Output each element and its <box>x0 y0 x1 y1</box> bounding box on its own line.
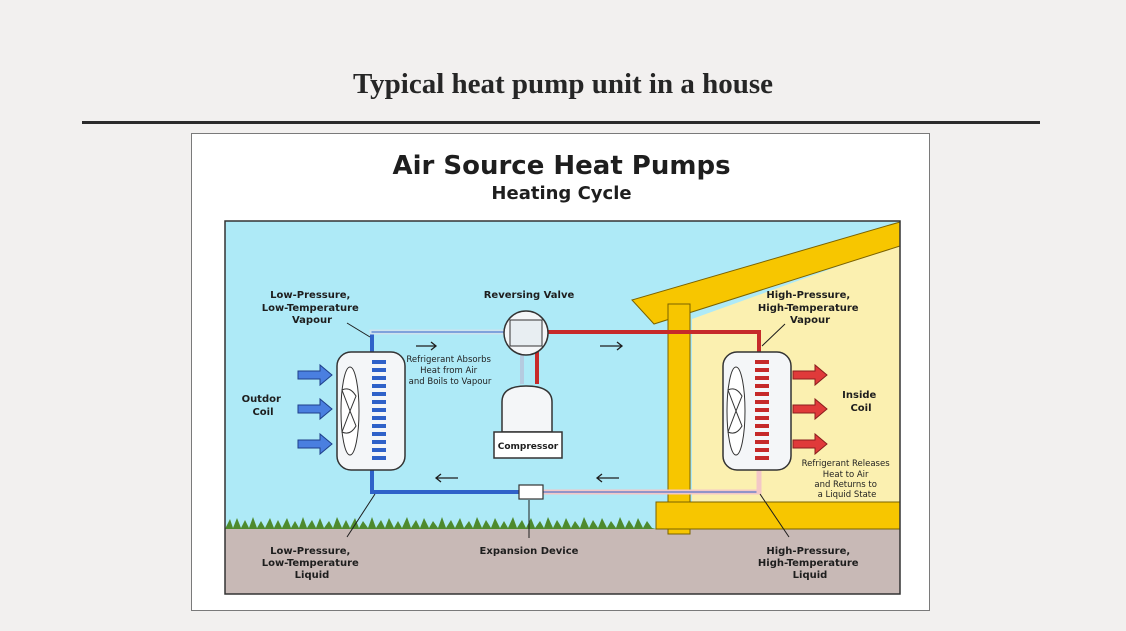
ground-area <box>225 529 900 594</box>
inside-coil-label-1: Inside <box>842 390 876 401</box>
outdoor-coil-fins <box>372 360 386 460</box>
release-note-3: and Returns to <box>814 480 877 490</box>
low-liquid-label-1: Low-Pressure, <box>270 546 350 557</box>
svg-text:Refrigerant Releases Hea: Refrigerant Releases Heat to Air and Ret… <box>802 459 893 500</box>
high-vapour-label-2: High-Temperature <box>758 303 859 314</box>
svg-text:Refrigerant Absorbs Heat: Refrigerant Absorbs Heat from Air and Bo… <box>406 355 493 387</box>
expansion-device-label: Expansion Device <box>480 546 579 557</box>
flow-arrow-right-1 <box>416 341 438 351</box>
cold-air-arrows <box>297 363 333 456</box>
hot-air-arrows <box>792 363 828 456</box>
low-liquid-label-2: Low-Temperature <box>262 558 359 569</box>
svg-text:High-Pressure, High-Temp: High-Pressure, High-Temperature Liquid <box>758 546 862 581</box>
heat-pump-diagram: Air Source Heat Pumps Heating Cycle <box>191 133 930 611</box>
cold-air-arrow-3 <box>297 432 333 456</box>
grass-strip <box>225 517 656 529</box>
flow-arrows <box>416 341 624 483</box>
cold-air-arrow-2 <box>297 397 333 421</box>
svg-text:High-Pressure, High-Temp: High-Pressure, High-Temperature Vapour <box>758 290 862 326</box>
absorb-note-3: and Boils to Vapour <box>409 377 492 387</box>
high-liquid-label-1: High-Pressure, <box>766 546 850 557</box>
compressor-label: Compressor <box>498 442 559 452</box>
diagram-canvas: Low-Pressure, Low-Temperature Vapour Rev… <box>224 220 901 595</box>
cold-air-arrow-1 <box>297 363 333 387</box>
outdoor-coil-label-2: Coil <box>252 407 273 418</box>
inside-coil-fins <box>755 360 769 460</box>
expansion-device <box>518 484 544 500</box>
scene-border <box>224 220 901 595</box>
title-divider <box>82 121 1040 124</box>
release-note-1: Refrigerant Releases <box>802 459 891 469</box>
inside-coil-label-2: Coil <box>850 403 871 414</box>
house-wall-post <box>667 303 691 535</box>
flow-arrow-left-1 <box>434 473 458 483</box>
inside-fan-icon <box>726 366 746 456</box>
high-vapour-label-1: High-Pressure, <box>766 290 850 301</box>
svg-text:Low-Pressure, Low-Temper: Low-Pressure, Low-Temperature Liquid <box>262 546 363 581</box>
page-title: Typical heat pump unit in a house <box>352 68 774 100</box>
outdoor-fan-icon <box>340 366 360 456</box>
reversing-valve-body <box>509 319 543 347</box>
release-note-4: a Liquid State <box>818 490 877 500</box>
flow-arrow-right-2 <box>600 341 624 351</box>
house-foundation <box>655 501 901 530</box>
high-liquid-label-3: Liquid <box>793 570 828 581</box>
outdoor-coil-label-1: Outdor <box>242 394 281 405</box>
compressor-label-box <box>493 431 563 459</box>
compressor-body <box>501 385 553 433</box>
flow-arrow-left-2 <box>595 473 619 483</box>
svg-text:Inside Coil: Inside Coil <box>842 390 880 414</box>
low-vapour-label-1: Low-Pressure, <box>270 290 350 301</box>
release-note-2: Heat to Air <box>823 470 869 480</box>
reversing-valve-label: Reversing Valve <box>484 290 575 301</box>
absorb-note-1: Refrigerant Absorbs <box>406 355 491 365</box>
diagram-title: Air Source Heat Pumps <box>392 151 731 181</box>
absorb-note-2: Heat from Air <box>420 366 478 376</box>
diagram-subtitle: Heating Cycle <box>491 183 632 204</box>
hot-air-arrow-3 <box>792 432 828 456</box>
svg-text:Outdor Coil: Outdor Coil <box>242 394 285 418</box>
hot-air-arrow-2 <box>792 397 828 421</box>
hot-air-arrow-1 <box>792 363 828 387</box>
svg-text:Low-Pressure, Low-Temper: Low-Pressure, Low-Temperature Vapour <box>262 290 363 326</box>
leader-lines <box>346 322 790 538</box>
low-liquid-label-3: Liquid <box>295 570 330 581</box>
low-vapour-label-2: Low-Temperature <box>262 303 359 314</box>
high-liquid-label-2: High-Temperature <box>758 558 859 569</box>
high-vapour-label-3: Vapour <box>790 315 830 326</box>
low-vapour-label-3: Vapour <box>292 315 332 326</box>
